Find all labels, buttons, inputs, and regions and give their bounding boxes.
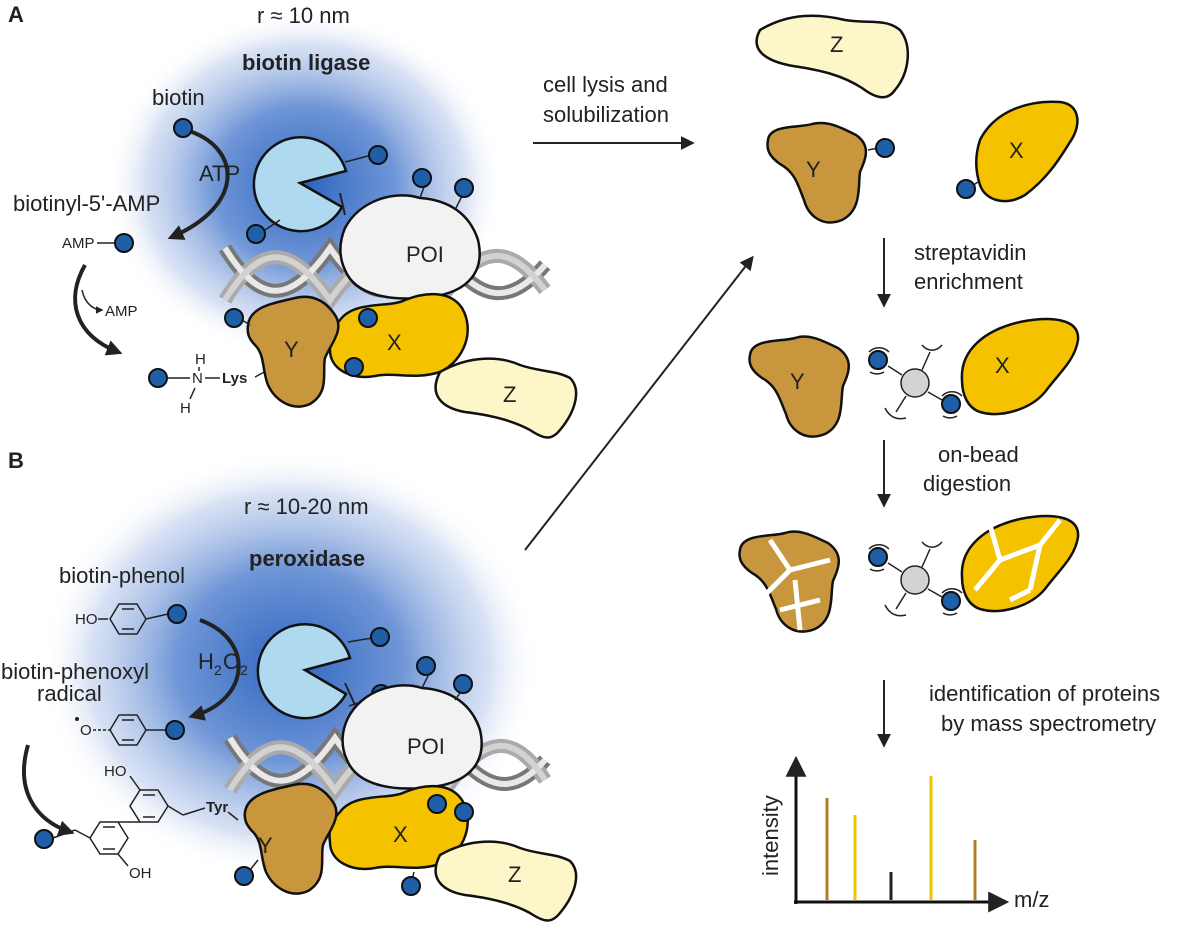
step3-line2: digestion: [923, 471, 1011, 496]
amp-release-arrow: [73, 264, 123, 356]
radius-label-b: r ≈ 10-20 nm: [244, 494, 369, 519]
radical-label-line1: biotin-phenoxyl: [1, 659, 149, 684]
ho-top-label: HO: [104, 763, 127, 780]
amine-h-bottom: H: [180, 400, 191, 417]
protein-z-b: [434, 840, 578, 922]
lys-biotin: [148, 368, 168, 388]
biotinyl-amp-label: biotinyl-5'-AMP: [13, 191, 160, 216]
x-biotin-b-2: [454, 802, 474, 822]
tyr-labeling-arrow: [22, 744, 75, 836]
step3-line1: on-bead: [938, 442, 1019, 467]
step2-line1: streptavidin: [914, 240, 1027, 265]
streptavidin-bead-1: [900, 368, 930, 398]
digested-protein-y: [738, 530, 840, 633]
amp-tag-label: AMP: [62, 235, 95, 252]
poi-protein-a: [339, 194, 481, 300]
oh-bottom-label: OH: [129, 865, 152, 882]
phenoxyl-biotin: [165, 720, 185, 740]
tyr-biotin-adduct: [52, 775, 239, 867]
x-biotin-a-1: [358, 308, 378, 328]
biotin-phenol-label: biotin-phenol: [59, 563, 185, 588]
enriched-protein-y: [748, 335, 850, 438]
protein-y-a: [246, 295, 340, 408]
x-biotin-b-1: [427, 794, 447, 814]
mass-spectrum: intensity m/z: [758, 755, 1049, 913]
enriched-y-label: Y: [790, 369, 805, 394]
lysate-protein-z: [755, 14, 910, 99]
z-label-a: Z: [503, 382, 516, 407]
adduct-biotin: [34, 829, 54, 849]
h2o2-h: H: [198, 649, 214, 674]
lysate-z-label: Z: [830, 32, 843, 57]
y-biotin-a: [224, 308, 244, 328]
amp-release-label: AMP: [105, 303, 138, 320]
spectrum-y-label: intensity: [758, 795, 783, 876]
amine-h-top: H: [195, 351, 206, 368]
step2-line2: enrichment: [914, 269, 1023, 294]
oxidation-arrow: [188, 618, 241, 721]
poi-protein-b: [341, 684, 483, 790]
lys-label: Lys: [222, 370, 247, 387]
y-label-a: Y: [284, 337, 299, 362]
poi-label-a: POI: [406, 242, 444, 267]
x-label-a: X: [387, 330, 402, 355]
peroxidase-biotin-1: [370, 627, 390, 647]
amine-n: N: [192, 370, 203, 387]
enzyme-label-a: biotin ligase: [242, 50, 370, 75]
lysate-protein-x: [975, 100, 1079, 203]
lysate-x-biotin: [956, 179, 976, 199]
step1-line2: solubilization: [543, 102, 669, 127]
biotin-activation-arrow: [167, 130, 230, 240]
b-to-lysis-arrow: [524, 255, 754, 551]
biotinyl-amp-biotin: [114, 233, 134, 253]
spectrum-x-label: m/z: [1014, 887, 1049, 912]
atp-label: ATP: [199, 161, 240, 186]
biotin-ligase-enzyme: [252, 135, 348, 233]
z-label-b: Z: [508, 862, 521, 887]
biotin-phenol-biotin: [167, 604, 187, 624]
peroxidase-enzyme: [256, 622, 352, 720]
poi-biotin-b-2: [453, 674, 473, 694]
ho-label: HO: [75, 611, 98, 628]
panel-b-label: B: [8, 448, 24, 473]
lysate-protein-y: [766, 121, 868, 224]
enzyme-label-b: peroxidase: [249, 546, 365, 571]
protein-y-b: [243, 782, 338, 895]
h2o2-sub-a: 2: [214, 662, 222, 678]
x-label-b: X: [393, 822, 408, 847]
poi-biotin-b-1: [416, 656, 436, 676]
lysate-x-label: X: [1009, 138, 1024, 163]
lysate-y-biotin: [875, 138, 895, 158]
x-biotin-a-2: [344, 357, 364, 377]
poi-label-b: POI: [407, 734, 445, 759]
x-biotin-b-3: [401, 876, 421, 896]
ligase-biotin-2: [246, 224, 266, 244]
step4-line1: identification of proteins: [929, 681, 1160, 706]
ligase-biotin-1: [368, 145, 388, 165]
tyr-label: Tyr: [206, 799, 228, 816]
poi-biotin-a-1: [412, 168, 432, 188]
y-biotin-b: [234, 866, 254, 886]
poi-biotin-a-2: [454, 178, 474, 198]
biotin-label: biotin: [152, 85, 205, 110]
enriched-protein-x: [960, 317, 1080, 416]
h2o2-o: O: [223, 649, 240, 674]
y-label-b: Y: [258, 833, 273, 858]
h2o2-sub-b: 2: [240, 662, 248, 678]
step1-line1: cell lysis and: [543, 72, 668, 97]
panel-a-label: A: [8, 2, 24, 27]
lysate-y-label: Y: [806, 157, 821, 182]
protein-z-a: [434, 357, 578, 439]
biotin-molecule: [173, 118, 193, 138]
step4-line2: by mass spectrometry: [941, 711, 1156, 736]
enriched-x-label: X: [995, 353, 1010, 378]
streptavidin-bead-2: [900, 565, 930, 595]
o-radical-label: O: [80, 722, 92, 739]
radius-label-a: r ≈ 10 nm: [257, 3, 350, 28]
digested-protein-x: [960, 514, 1080, 613]
radical-label-line2: radical: [37, 681, 102, 706]
